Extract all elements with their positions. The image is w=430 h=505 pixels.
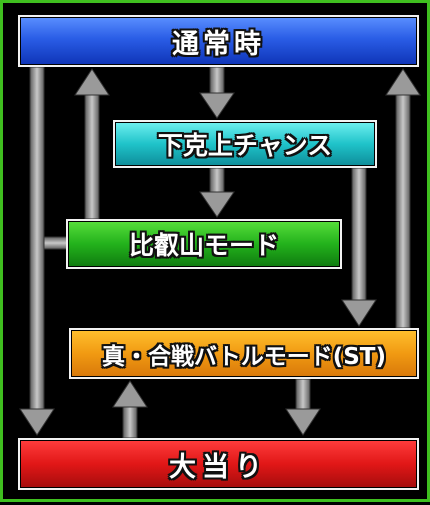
node-gassen-battle-mode: 真・合戦バトルモード(ST): [69, 328, 419, 379]
arrow-normal-to-big-hit: [19, 66, 55, 436]
arrow-hiei-branch-to-left: [43, 236, 68, 250]
node-normal-state: 通常時: [18, 15, 419, 67]
arrow-normal-to-chance: [199, 66, 235, 119]
arrow-hiei-to-normal: [74, 68, 110, 220]
node-hiei-mode: 比叡山モード: [66, 219, 342, 269]
arrow-gassen-to-big-hit: [285, 378, 321, 436]
arrow-big-hit-to-gassen: [112, 380, 148, 439]
arrow-gassen-to-normal: [385, 68, 421, 329]
node-big-hit: 大当り: [18, 438, 419, 490]
node-gekokujo-chance: 下克上チャンス: [113, 120, 377, 168]
arrow-chance-to-hiei: [199, 167, 235, 218]
arrow-chance-to-gassen: [341, 167, 377, 327]
arrows-layer: [19, 66, 421, 439]
